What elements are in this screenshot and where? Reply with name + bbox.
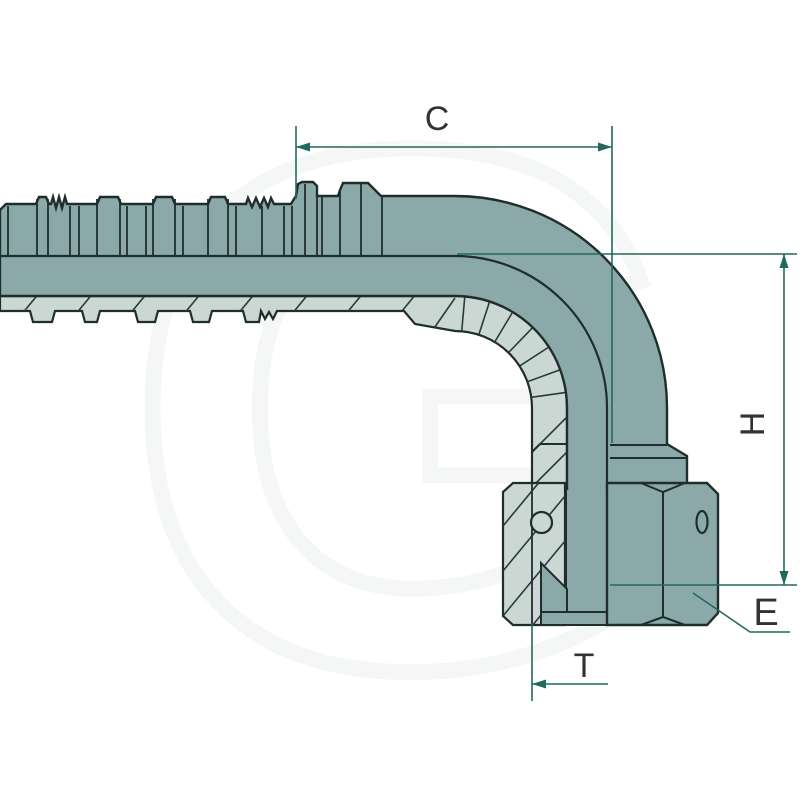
ball-detail (529, 510, 554, 535)
nut-section-collar (501, 481, 568, 627)
tube-end-face (540, 611, 608, 626)
bore-line (0, 254, 609, 612)
dimension-t (531, 623, 608, 701)
vertical-bore-fill (567, 490, 607, 612)
dimension-c (295, 126, 613, 443)
dim-label-c: C (425, 100, 450, 138)
dim-c-arrow-left (296, 142, 310, 152)
nut-face-mark (695, 509, 709, 535)
swivel-nut-right-half (605, 481, 720, 627)
dim-e-leader (692, 592, 790, 633)
dim-label-e: E (753, 592, 778, 634)
nut-hex-facet-lines (640, 482, 686, 626)
elbow-tube-body (0, 180, 689, 612)
dim-c-arrow-right (598, 142, 612, 152)
section-cut-lower-wall (0, 294, 569, 614)
dimension-e (692, 592, 790, 633)
dim-label-h: H (734, 412, 772, 437)
tube-flange-lines (531, 443, 686, 459)
dim-h-arrow-top (779, 254, 789, 268)
dim-t-arrow (532, 679, 546, 689)
barb-rib-lines (7, 184, 383, 255)
dimension-h (457, 253, 797, 586)
dim-label-t: T (574, 647, 595, 685)
dim-h-arrow-bottom (779, 571, 789, 585)
